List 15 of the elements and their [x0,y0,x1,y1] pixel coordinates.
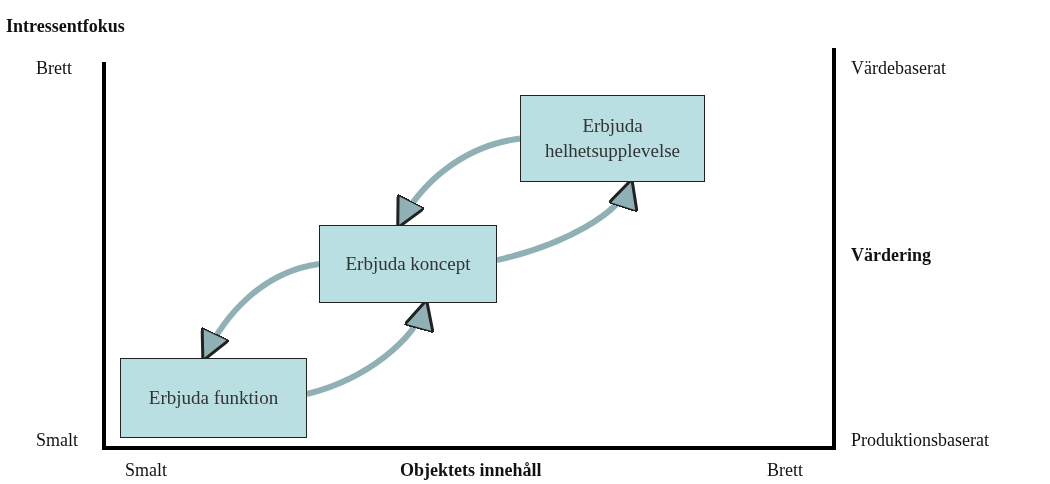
process-box [120,358,307,438]
axis-title: Värdering [851,245,931,266]
axis-label: Brett [36,58,72,79]
box-label: Erbjuda koncept [345,251,471,276]
axis-title: Objektets innehåll [400,460,542,481]
process-box [319,225,497,303]
box-label: Erbjuda helhetsupplevelse [543,113,682,163]
axis-label: Produktionsbaserat [851,430,989,451]
axis-label: Smalt [125,460,167,481]
axis-label: Värdebaserat [851,58,946,79]
process-box [520,95,705,182]
axis-title: Intressentfokus [6,16,125,37]
box-label: Erbjuda funktion [148,385,279,410]
axis-label: Smalt [36,430,78,451]
axis-label: Brett [767,460,803,481]
